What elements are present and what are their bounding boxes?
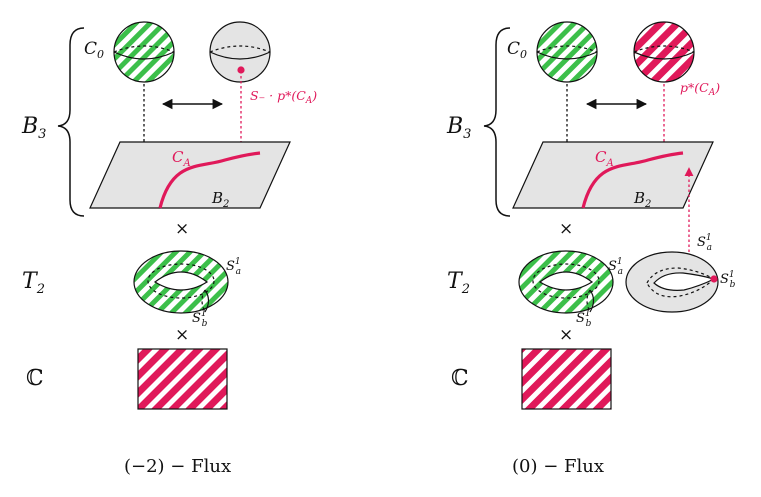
complex-plane-rect xyxy=(137,348,228,410)
complex-plane-label: ℂ xyxy=(26,366,44,391)
b2-plane xyxy=(89,141,291,209)
left-caption: (−2) − Flux xyxy=(124,456,231,477)
pinched-torus xyxy=(625,251,719,313)
complex-plane-rect-right xyxy=(521,348,612,410)
pullback-label: S₋ · p*(CA) xyxy=(250,88,317,106)
pinch-point xyxy=(710,275,718,283)
c0-sphere xyxy=(113,21,175,83)
b3-brace xyxy=(57,27,85,217)
ca-curve-right xyxy=(581,151,684,209)
times-symbol-2-right: × xyxy=(559,325,573,345)
gray-sphere xyxy=(209,21,271,83)
complex-plane-label-right: ℂ xyxy=(451,366,469,391)
b2-label-right: B2 xyxy=(633,189,651,210)
pullback-label-right: p*(CA) xyxy=(680,80,720,98)
times-symbol-1-right: × xyxy=(559,219,573,239)
b2-plane-right xyxy=(512,141,714,209)
ca-label-right: CA xyxy=(595,148,614,169)
times-symbol-1: × xyxy=(175,219,189,239)
pink-sphere xyxy=(633,21,695,83)
b3-label-right: B3 xyxy=(446,114,471,142)
b3-label: B3 xyxy=(21,114,46,142)
times-symbol-2: × xyxy=(175,325,189,345)
ca-label: CA xyxy=(172,148,191,169)
right-caption: (0) − Flux xyxy=(512,456,604,477)
right-panel: B3 C0 p*(CA) CA B2 × T2 xyxy=(446,21,736,477)
t2-label-right: T2 xyxy=(447,269,470,297)
ca-curve xyxy=(158,151,261,209)
c0-label: C0 xyxy=(84,39,104,61)
b3-brace-right xyxy=(483,27,511,217)
c0-sphere-right xyxy=(536,21,598,83)
c0-label-right: C0 xyxy=(507,39,527,61)
b2-label: B2 xyxy=(211,189,229,210)
torus xyxy=(133,250,229,314)
torus-right xyxy=(518,250,614,314)
left-panel: B3 C0 S₋ · p*(CA) CA B2 × T2 xyxy=(21,21,317,477)
pink-point xyxy=(237,66,245,74)
t2-label: T2 xyxy=(22,269,45,297)
